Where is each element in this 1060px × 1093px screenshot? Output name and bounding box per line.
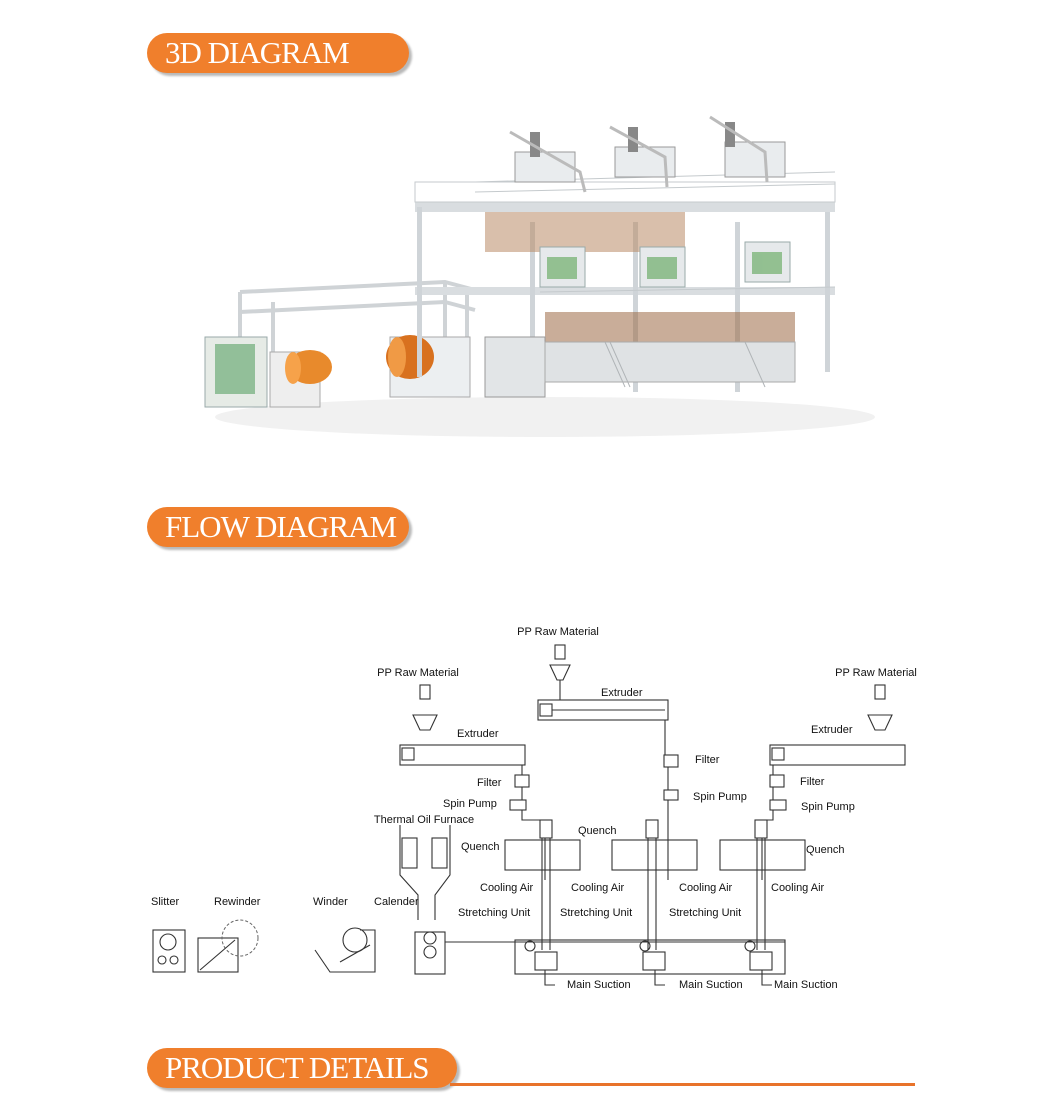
extruder-center [537, 699, 669, 721]
label-calender: Calender [374, 896, 419, 908]
section-banner-flow-diagram: FLOW DIAGRAM [147, 507, 409, 547]
flow-diagram: PP Raw Material Extruder Filter Spin Pum… [151, 626, 917, 991]
calender-machine [414, 931, 515, 975]
hopper-left-icon [412, 684, 438, 731]
forming-table [480, 939, 786, 975]
section-banner-product-details: PRODUCT DETAILS [147, 1048, 457, 1088]
pipe-left [521, 765, 546, 880]
label-stretching-unit-1: Stretching Unit [458, 907, 530, 919]
label-spin-pump-right: Spin Pump [801, 801, 855, 813]
rewinder-machine [197, 919, 259, 973]
label-slitter: Slitter [151, 896, 179, 908]
thermal-oil-furnace [399, 825, 451, 920]
label-extruder-center: Extruder [601, 687, 643, 699]
hopper-right-icon [867, 684, 893, 731]
label-pp-raw-material-right: PP Raw Material [835, 667, 917, 679]
extruder-right [769, 744, 906, 766]
product-details-underline [450, 1083, 915, 1086]
label-spin-pump-left: Spin Pump [443, 798, 497, 810]
winder-machine [314, 927, 376, 973]
extruder-left [399, 744, 526, 766]
filter-center [663, 754, 679, 768]
label-cooling-air-4: Cooling Air [771, 882, 825, 894]
label-main-suction-1: Main Suction [567, 979, 631, 991]
label-quench-left: Quench [461, 841, 500, 853]
label-cooling-air-3: Cooling Air [679, 882, 733, 894]
label-stretching-unit-2: Stretching Unit [560, 907, 632, 919]
section-title-3d-diagram: 3D DIAGRAM [165, 35, 350, 70]
label-cooling-air-1: Cooling Air [480, 882, 534, 894]
label-filter-right: Filter [800, 776, 825, 788]
filter-right [769, 774, 785, 788]
section-banner-3d-diagram: 3D DIAGRAM [147, 33, 409, 73]
spin-pump-right [769, 799, 787, 811]
label-quench-right: Quench [806, 844, 845, 856]
label-pp-raw-material-left: PP Raw Material [377, 667, 459, 679]
filter-left [514, 774, 530, 788]
slitter-machine [152, 929, 186, 973]
section-title-flow-diagram: FLOW DIAGRAM [165, 509, 397, 544]
label-extruder-left: Extruder [457, 728, 499, 740]
spinning-tower-2 [611, 819, 698, 950]
label-main-suction-3: Main Suction [774, 979, 838, 991]
section-title-product-details: PRODUCT DETAILS [165, 1050, 430, 1085]
spinning-tower-1 [504, 819, 581, 950]
label-spin-pump-center: Spin Pump [693, 791, 747, 803]
label-winder: Winder [313, 896, 348, 908]
spinning-tower-3 [719, 819, 806, 950]
label-stretching-unit-3: Stretching Unit [669, 907, 741, 919]
label-thermal-oil-furnace: Thermal Oil Furnace [374, 814, 474, 826]
label-pp-raw-material-center: PP Raw Material [517, 626, 599, 638]
label-cooling-air-2: Cooling Air [571, 882, 625, 894]
label-rewinder: Rewinder [214, 896, 261, 908]
label-filter-center: Filter [695, 754, 720, 766]
spin-pump-left [509, 799, 527, 811]
nonwoven-production-line-3d-illustration [204, 115, 875, 437]
label-filter-left: Filter [477, 777, 502, 789]
hopper-center-icon [549, 644, 571, 700]
label-extruder-right: Extruder [811, 724, 853, 736]
label-quench-center: Quench [578, 825, 617, 837]
spin-pump-center [663, 789, 679, 801]
label-main-suction-2: Main Suction [679, 979, 743, 991]
